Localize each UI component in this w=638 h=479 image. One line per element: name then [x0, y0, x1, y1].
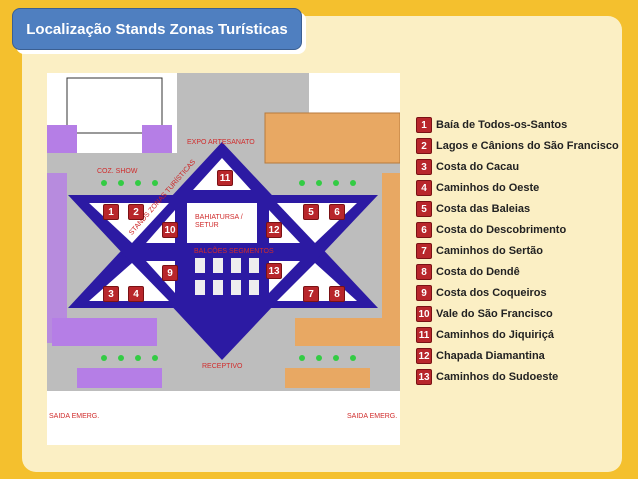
purple-stands-left: [47, 173, 67, 343]
map-badge-6: 6: [329, 204, 345, 220]
legend-item: 5 Costa das Baleias: [416, 201, 530, 217]
legend-label: Costa dos Coqueiros: [436, 287, 547, 299]
legend-item: 13 Caminhos do Sudoeste: [416, 369, 558, 385]
legend-label: Baía de Todos-os-Santos: [436, 119, 568, 131]
map-badge-8: 8: [329, 286, 345, 302]
map-label-saida-right: SAIDA EMERG.: [347, 413, 398, 420]
legend-label: Costa das Baleias: [436, 203, 531, 215]
map-label-coz: COZ. SHOW: [97, 168, 138, 175]
orange-stands-row: [285, 368, 370, 388]
segment-counters: [195, 258, 259, 295]
legend-label: Chapada Diamantina: [436, 350, 545, 362]
map-badge-11: 11: [217, 170, 233, 186]
green-dots: [101, 180, 356, 361]
legend-badge: 8: [416, 264, 432, 280]
map-badge-4: 4: [128, 286, 144, 302]
map-badge-12: 12: [266, 222, 282, 238]
legend-badge: 12: [416, 348, 432, 364]
floor-plan-map: EXPO ARTESANATO COZ. SHOW BAHIATURSA / S…: [47, 73, 400, 445]
legend-item: 8 Costa do Dendê: [416, 264, 520, 280]
legend-badge: 11: [416, 327, 432, 343]
map-label-receptivo: RECEPTIVO: [202, 363, 243, 370]
map-label-bahiatursa: BAHIATURSA / SETUR: [195, 214, 243, 229]
legend-badge: 13: [416, 369, 432, 385]
legend-label: Costa do Cacau: [436, 161, 520, 173]
legend-item: 3 Costa do Cacau: [416, 159, 519, 175]
legend-badge: 4: [416, 180, 432, 196]
legend-label: Caminhos do Jiquiriçá: [436, 329, 554, 341]
purple-stands-row: [77, 368, 162, 388]
stage-block: [66, 77, 163, 134]
map-badge-3: 3: [103, 286, 119, 302]
legend-item: 12 Chapada Diamantina: [416, 348, 545, 364]
map-label-expo: EXPO ARTESANATO: [187, 139, 255, 146]
legend-label: Vale do São Francisco: [436, 308, 553, 320]
purple-stands-bottom: [52, 318, 157, 346]
legend-label: Costa do Dendê: [436, 266, 520, 278]
legend-item: 7 Caminhos do Sertão: [416, 243, 543, 259]
legend-label: Caminhos do Oeste: [436, 182, 540, 194]
map-badge-13: 13: [266, 263, 282, 279]
floor-plan-drawing: [47, 73, 400, 445]
legend-item: 6 Costa do Descobrimento: [416, 222, 566, 238]
legend-item: 4 Caminhos do Oeste: [416, 180, 539, 196]
legend-label: Caminhos do Sudoeste: [436, 371, 559, 383]
slide-title: Localização Stands Zonas Turísticas: [12, 8, 302, 50]
purple-stand: [47, 125, 77, 153]
legend-badge: 9: [416, 285, 432, 301]
legend-item: 11 Caminhos do Jiquiriçá: [416, 327, 554, 343]
legend-item: 10 Vale do São Francisco: [416, 306, 553, 322]
legend-item: 1 Baía de Todos-os-Santos: [416, 117, 567, 133]
map-label-balcoes: BALCÕES SEGMENTOS: [194, 248, 274, 255]
orange-stands-bottom: [295, 318, 400, 346]
map-badge-1: 1: [103, 204, 119, 220]
orange-stands-right: [382, 173, 400, 343]
map-badge-7: 7: [303, 286, 319, 302]
legend-label: Caminhos do Sertão: [436, 245, 543, 257]
map-badge-5: 5: [303, 204, 319, 220]
bottom-area: [47, 391, 400, 445]
legend-badge: 10: [416, 306, 432, 322]
legend-badge: 7: [416, 243, 432, 259]
star-down-triangle: [68, 195, 378, 360]
map-badge-10: 10: [162, 222, 178, 238]
legend-item: 2 Lagos e Cânions do São Francisco: [416, 138, 619, 154]
legend-badge: 1: [416, 117, 432, 133]
purple-stand: [142, 125, 172, 153]
legend-label: Lagos e Cânions do São Francisco: [436, 140, 619, 152]
legend-badge: 5: [416, 201, 432, 217]
legend-badge: 2: [416, 138, 432, 154]
map-badge-2: 2: [128, 204, 144, 220]
legend-badge: 3: [416, 159, 432, 175]
legend-label: Costa do Descobrimento: [436, 224, 567, 236]
legend-item: 9 Costa dos Coqueiros: [416, 285, 547, 301]
map-badge-9: 9: [162, 265, 178, 281]
orange-stands: [264, 112, 400, 164]
legend-badge: 6: [416, 222, 432, 238]
map-label-saida-left: SAIDA EMERG.: [49, 413, 100, 420]
